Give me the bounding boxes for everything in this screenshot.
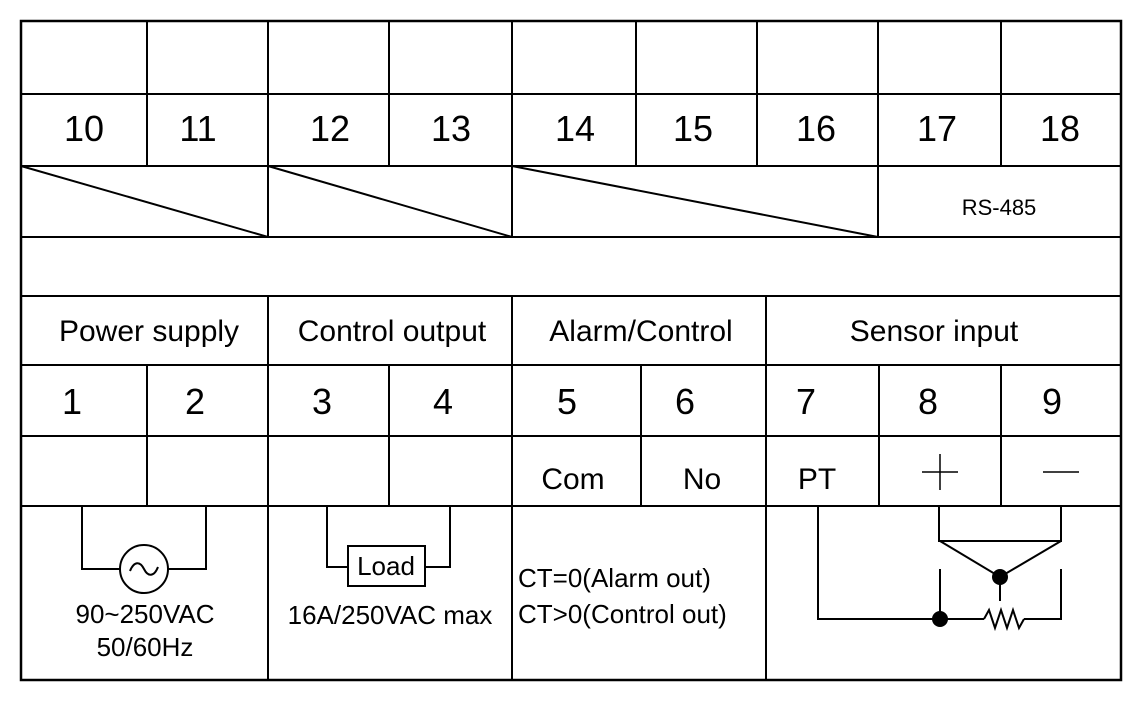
bottom-terminal-numbers: 1 2 3 4 5 6 7 8 9 — [62, 381, 1062, 422]
top-terminal-numbers: 10 11 12 13 14 15 16 17 18 — [64, 108, 1080, 149]
terminal-2: 2 — [185, 381, 205, 422]
group-control-output: Control output — [298, 315, 487, 348]
alarm-ct1-text: CT>0(Control out) — [518, 599, 727, 629]
sensor-circuit — [817, 506, 1062, 632]
outer-border — [19, 19, 1123, 682]
terminal-7: 7 — [796, 381, 816, 422]
terminal-3: 3 — [312, 381, 332, 422]
terminal-5: 5 — [557, 381, 577, 422]
bottom-column-lines — [146, 296, 1002, 680]
label-pt: PT — [798, 463, 836, 496]
terminal-6: 6 — [675, 381, 695, 422]
power-circuit — [81, 506, 207, 594]
terminal-14: 14 — [555, 108, 595, 149]
junction-dot-top — [992, 569, 1008, 585]
top-column-lines — [146, 21, 1002, 237]
group-alarm-control: Alarm/Control — [549, 315, 732, 348]
terminal-8: 8 — [918, 381, 938, 422]
terminal-9: 9 — [1042, 381, 1062, 422]
power-voltage-text: 90~250VAC — [75, 599, 214, 629]
control-rating-text: 16A/250VAC max — [288, 600, 493, 630]
terminal-11: 11 — [179, 108, 216, 149]
terminal-16: 16 — [796, 108, 836, 149]
load-box — [347, 545, 426, 587]
terminal-12: 12 — [310, 108, 350, 149]
ac-source-icon — [119, 544, 169, 594]
row-lines — [21, 93, 1121, 507]
terminal-15: 15 — [673, 108, 713, 149]
terminal-4: 4 — [433, 381, 453, 422]
terminal-17: 17 — [917, 108, 957, 149]
group-headers: Power supply Control output Alarm/Contro… — [59, 315, 1019, 348]
resistor-icon — [983, 606, 1025, 632]
label-com: Com — [541, 463, 604, 496]
diagonal-lines — [20, 165, 879, 238]
rs485-label: RS-485 — [962, 195, 1037, 220]
terminal-function-labels: Com No PT — [541, 463, 836, 496]
terminal-13: 13 — [431, 108, 471, 149]
label-no: No — [683, 463, 721, 496]
terminal-1: 1 — [62, 381, 82, 422]
power-frequency-text: 50/60Hz — [97, 632, 194, 662]
terminal-18: 18 — [1040, 108, 1080, 149]
control-circuit — [326, 506, 451, 587]
load-label: Load — [357, 551, 415, 581]
alarm-ct0-text: CT=0(Alarm out) — [518, 563, 711, 593]
group-sensor-input: Sensor input — [850, 315, 1019, 348]
group-power-supply: Power supply — [59, 315, 239, 348]
terminal-10: 10 — [64, 108, 104, 149]
junction-dot-bottom — [932, 611, 948, 627]
